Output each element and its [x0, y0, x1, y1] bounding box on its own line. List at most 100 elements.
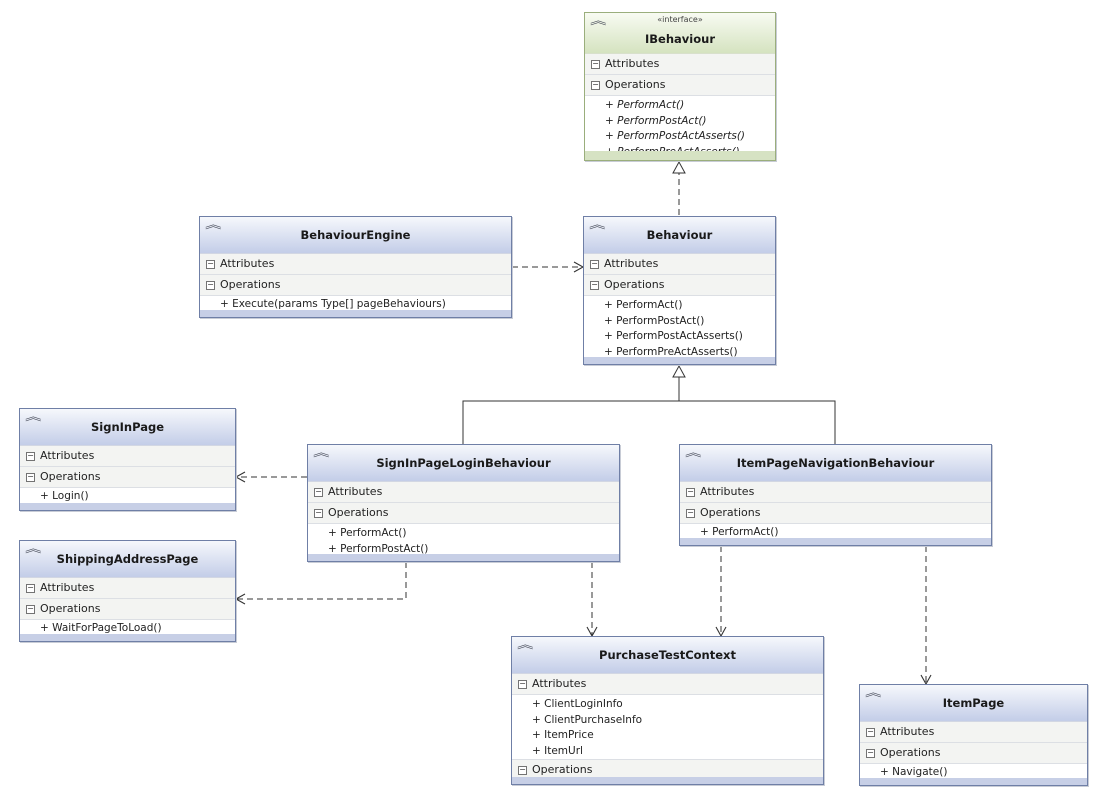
class-header: ︽ ItemPage — [860, 685, 1087, 722]
class-header: ︽ BehaviourEngine — [200, 217, 511, 254]
operations-section[interactable]: −Operations — [20, 467, 235, 488]
double-chevron-up-icon[interactable]: ︽ — [517, 638, 534, 651]
operation-item: + PerformAct() — [604, 299, 683, 311]
sign-in-page-class[interactable]: ︽ SignInPage −Attributes −Operations + L… — [19, 408, 236, 511]
minus-box-icon[interactable]: − — [590, 259, 599, 269]
minus-box-icon[interactable]: − — [866, 748, 875, 758]
operation-item: + PerformAct() — [605, 99, 685, 111]
minus-box-icon[interactable]: − — [26, 583, 35, 593]
operations-section[interactable]: −Operations — [308, 503, 619, 524]
attributes-section[interactable]: −Attributes — [20, 578, 235, 599]
attributes-section[interactable]: −Attributes — [200, 254, 511, 275]
minus-box-icon[interactable]: − — [206, 280, 215, 290]
generalization-signin-behaviour — [462, 400, 679, 444]
class-name: BehaviourEngine — [300, 228, 411, 242]
minus-box-icon[interactable]: − — [314, 487, 323, 497]
minus-box-icon[interactable]: − — [206, 259, 215, 269]
attributes-section[interactable]: −Attributes — [512, 674, 823, 695]
item-page-navigation-behaviour-class[interactable]: ︽ ItemPageNavigationBehaviour −Attribute… — [679, 444, 992, 546]
class-header: ︽ PurchaseTestContext — [512, 637, 823, 674]
behaviour-class[interactable]: ︽ Behaviour −Attributes −Operations + Pe… — [583, 216, 776, 365]
ibehaviour-class[interactable]: ︽ «interface» IBehaviour −Attributes −Op… — [584, 12, 776, 161]
operation-item: + Navigate() — [880, 766, 948, 778]
generalization-itempage-behaviour — [679, 400, 836, 444]
double-chevron-up-icon[interactable]: ︽ — [25, 542, 42, 555]
class-header: ︽ ShippingAddressPage — [20, 541, 235, 578]
minus-box-icon[interactable]: − — [686, 487, 695, 497]
double-chevron-up-icon[interactable]: ︽ — [25, 410, 42, 423]
minus-box-icon[interactable]: − — [591, 59, 600, 69]
minus-box-icon[interactable]: − — [866, 727, 875, 737]
attributes-section[interactable]: −Attributes — [584, 254, 775, 275]
double-chevron-up-icon[interactable]: ︽ — [590, 14, 607, 27]
behaviour-engine-class[interactable]: ︽ BehaviourEngine −Attributes −Operation… — [199, 216, 512, 318]
operations-section[interactable]: −Operations — [584, 275, 775, 296]
dependency-login-shipping — [234, 562, 407, 605]
operations-section[interactable]: −Operations — [585, 75, 775, 96]
class-header: ︽ SignInPage — [20, 409, 235, 446]
sign-in-page-login-behaviour-class[interactable]: ︽ SignInPageLoginBehaviour −Attributes −… — [307, 444, 620, 562]
operation-item: + PerformPostAct() — [604, 314, 705, 327]
shipping-address-page-class[interactable]: ︽ ShippingAddressPage −Attributes −Opera… — [19, 540, 236, 642]
double-chevron-up-icon[interactable]: ︽ — [205, 218, 222, 231]
class-name: SignInPageLoginBehaviour — [376, 456, 551, 470]
stereotype-label: «interface» — [657, 15, 703, 24]
operations-section[interactable]: −Operations — [860, 743, 1087, 764]
operation-item: + Execute(params Type[] pageBehaviours) — [220, 298, 446, 310]
double-chevron-up-icon[interactable]: ︽ — [589, 218, 606, 231]
class-footer — [680, 538, 991, 545]
operation-item: + Login() — [40, 490, 89, 502]
minus-box-icon[interactable]: − — [26, 604, 35, 614]
class-name: ItemPageNavigationBehaviour — [736, 456, 935, 470]
double-chevron-up-icon[interactable]: ︽ — [865, 686, 882, 699]
minus-box-icon[interactable]: − — [26, 472, 35, 482]
class-footer — [20, 634, 235, 641]
attribute-item: + ItemUrl — [532, 744, 583, 757]
class-name: Behaviour — [646, 228, 713, 242]
minus-box-icon[interactable]: − — [314, 508, 323, 518]
minus-box-icon[interactable]: − — [518, 679, 527, 689]
class-name: ShippingAddressPage — [56, 552, 199, 566]
class-footer — [308, 554, 619, 561]
attribute-item: + ItemPrice — [532, 729, 594, 741]
operations-section[interactable]: −Operations — [20, 599, 235, 620]
class-footer — [860, 778, 1087, 785]
operations-section[interactable]: −Operations — [680, 503, 991, 524]
minus-box-icon[interactable]: − — [686, 508, 695, 518]
operations-section[interactable]: −Operations — [200, 275, 511, 296]
class-name: IBehaviour — [645, 32, 715, 46]
class-name: SignInPage — [90, 420, 165, 434]
operation-item: + PerformPostActAsserts() — [605, 130, 746, 142]
attributes-section[interactable]: −Attributes — [860, 722, 1087, 743]
operation-item: + PerformPostAct() — [328, 542, 429, 555]
attributes-section[interactable]: −Attributes — [20, 446, 235, 467]
minus-box-icon[interactable]: − — [26, 451, 35, 461]
class-header: ︽ ItemPageNavigationBehaviour — [680, 445, 991, 482]
attributes-section[interactable]: −Attributes — [585, 54, 775, 75]
double-chevron-up-icon[interactable]: ︽ — [313, 446, 330, 459]
class-header: ︽ «interface» IBehaviour — [585, 13, 775, 54]
item-page-class[interactable]: ︽ ItemPage −Attributes −Operations + Nav… — [859, 684, 1088, 786]
double-chevron-up-icon[interactable]: ︽ — [685, 446, 702, 459]
attributes-section[interactable]: −Attributes — [308, 482, 619, 503]
operation-item: + PerformPostAct() — [605, 114, 707, 127]
attribute-item: + ClientLoginInfo — [532, 698, 623, 710]
operation-item: + WaitForPageToLoad() — [40, 622, 162, 634]
purchase-test-context-class[interactable]: ︽ PurchaseTestContext −Attributes + Clie… — [511, 636, 824, 785]
minus-box-icon[interactable]: − — [518, 765, 527, 775]
attributes-section[interactable]: −Attributes — [680, 482, 991, 503]
operation-item: + PerformPreActAsserts() — [604, 345, 738, 358]
class-footer — [585, 151, 775, 160]
minus-box-icon[interactable]: − — [591, 80, 600, 90]
class-header: ︽ Behaviour — [584, 217, 775, 254]
class-name: ItemPage — [942, 696, 1005, 710]
class-header: ︽ SignInPageLoginBehaviour — [308, 445, 619, 482]
class-footer — [200, 310, 511, 317]
class-footer — [20, 503, 235, 510]
minus-box-icon[interactable]: − — [590, 280, 599, 290]
class-name: PurchaseTestContext — [599, 648, 736, 662]
class-footer — [584, 357, 775, 364]
attribute-item: + ClientPurchaseInfo — [532, 713, 643, 726]
operation-item: + PerformAct() — [328, 527, 407, 539]
